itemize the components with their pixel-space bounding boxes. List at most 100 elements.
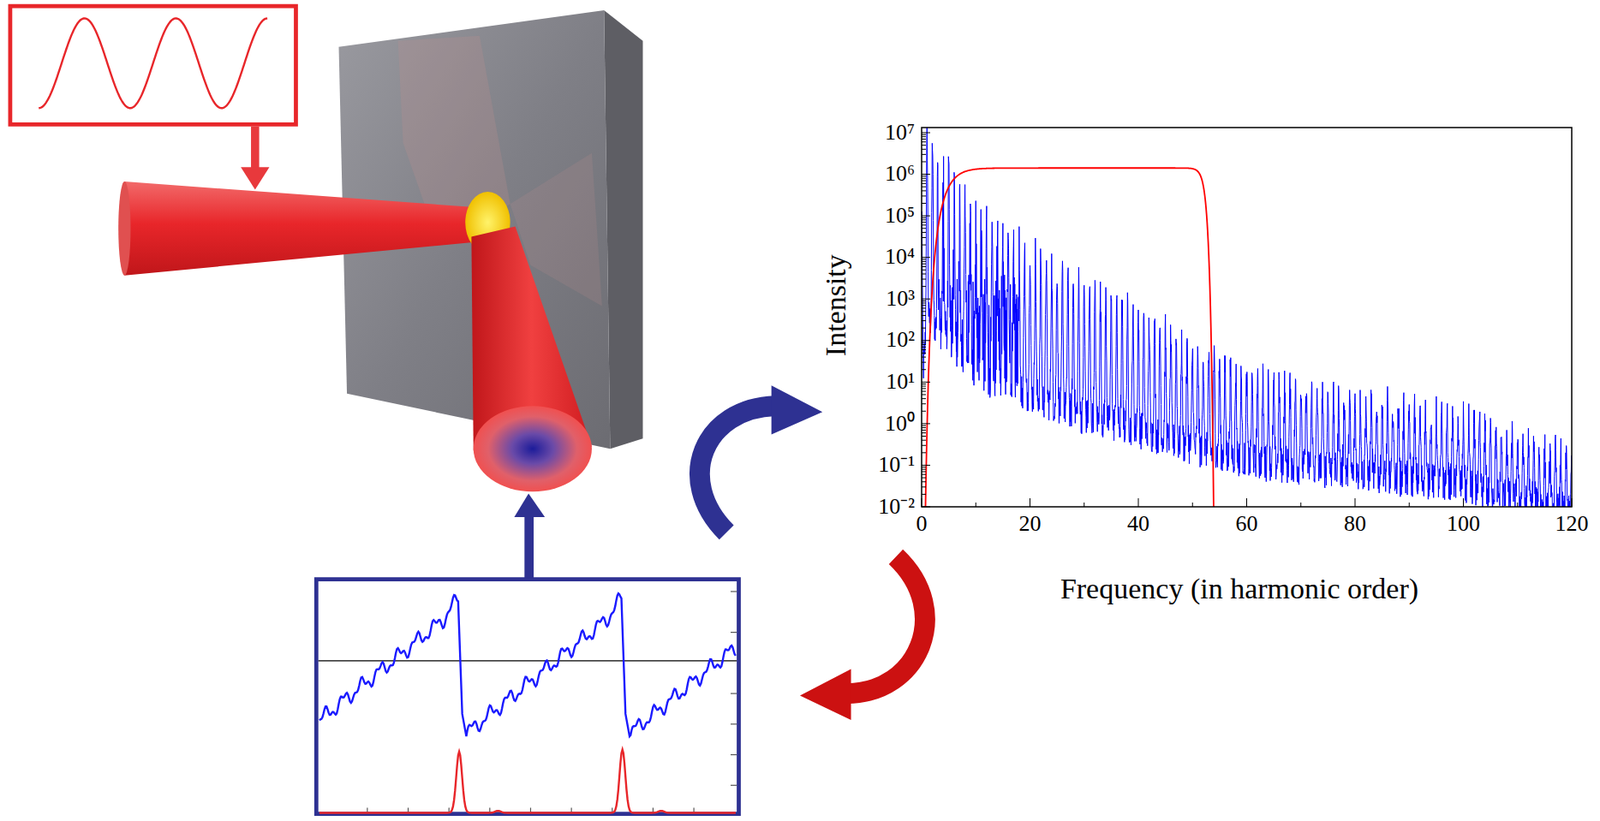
y-tick-label: 10⁶: [884, 161, 915, 187]
curved-arrow-head: [771, 385, 824, 435]
y-minor-tick: [921, 286, 926, 287]
box-tick: [730, 591, 737, 592]
y-axis-title: Intensity: [818, 255, 851, 358]
x-tick: [1029, 498, 1031, 508]
y-minor-tick: [921, 352, 926, 354]
incoming-beam: [124, 181, 480, 276]
y-minor-tick: [921, 190, 926, 192]
y-minor-tick: [921, 398, 926, 400]
y-tick: [921, 382, 931, 383]
input-arrow: [250, 126, 260, 170]
y-minor-tick: [921, 266, 926, 268]
y-minor-tick: [921, 269, 926, 271]
y-minor-tick: [921, 138, 926, 140]
x-tick: [1571, 498, 1573, 508]
x-tick: [1462, 498, 1464, 508]
y-minor-tick: [921, 452, 926, 454]
y-minor-tick: [921, 217, 926, 219]
y-minor-tick: [921, 320, 926, 322]
box-tick: [730, 754, 737, 756]
y-tick-label: 10¹: [885, 370, 915, 395]
box-tick: [730, 723, 737, 725]
x-tick: [1516, 502, 1518, 508]
y-minor-tick: [921, 427, 926, 429]
y-tick-label: 10⁵: [884, 203, 915, 229]
y-minor-tick: [921, 386, 926, 388]
y-minor-tick: [921, 315, 926, 317]
y-minor-tick: [921, 219, 926, 221]
input-pulse-box: [10, 5, 297, 125]
harmonic-spectrum: [921, 127, 1572, 508]
box-tick: [730, 785, 737, 787]
y-minor-tick: [921, 440, 926, 442]
y-tick-label: 10³: [885, 286, 915, 312]
x-tick: [975, 502, 977, 508]
y-minor-tick: [921, 195, 926, 197]
y-tick: [921, 507, 931, 508]
x-tick: [1083, 502, 1085, 508]
field-waveform: [319, 593, 736, 737]
box-tick: [730, 692, 737, 694]
y-minor-tick: [921, 175, 926, 177]
y-tick-label: 10⁷: [884, 120, 915, 146]
y-minor-tick: [921, 403, 926, 405]
y-tick: [921, 256, 931, 258]
y-minor-tick: [921, 432, 926, 434]
y-minor-tick: [921, 349, 926, 351]
beam-cross-section: [473, 405, 592, 492]
x-tick: [1192, 502, 1194, 508]
filter-curve: [921, 167, 1225, 508]
y-minor-tick: [921, 154, 926, 156]
y-minor-tick: [921, 134, 926, 136]
x-tick: [921, 498, 923, 508]
y-minor-tick: [921, 302, 926, 304]
y-minor-tick: [921, 425, 926, 427]
y-minor-tick: [921, 244, 926, 246]
y-minor-tick: [921, 273, 926, 275]
y-minor-tick: [921, 328, 926, 329]
y-minor-tick: [921, 394, 926, 395]
y-minor-tick: [921, 445, 926, 447]
y-tick: [921, 173, 931, 175]
zero-line: [318, 660, 737, 662]
y-minor-tick: [921, 466, 926, 468]
curved-arrow-head: [800, 668, 852, 721]
y-minor-tick: [921, 474, 926, 476]
y-minor-tick: [921, 227, 926, 229]
y-minor-tick: [921, 481, 926, 483]
y-tick: [921, 298, 931, 300]
x-tick-label: 40: [1127, 512, 1150, 538]
plot-frame: [921, 127, 1572, 508]
output-arrow: [524, 515, 534, 580]
y-tick-label: 10²: [885, 328, 915, 353]
output-arrow-head: [513, 494, 545, 518]
y-tick-label: 10⁻²: [877, 495, 915, 520]
y-minor-tick: [921, 161, 926, 162]
y-minor-tick: [921, 494, 926, 496]
y-tick-label: 10⁻¹: [877, 453, 915, 478]
y-tick: [921, 465, 931, 466]
y-minor-tick: [921, 144, 926, 146]
y-minor-tick: [921, 486, 926, 488]
x-tick: [1408, 502, 1410, 508]
y-minor-tick: [921, 344, 926, 346]
y-minor-tick: [921, 232, 926, 233]
y-tick: [921, 423, 931, 424]
y-minor-tick: [921, 178, 926, 180]
y-minor-tick: [921, 411, 926, 412]
y-minor-tick: [921, 477, 926, 479]
y-minor-tick: [921, 221, 926, 223]
curved-arrow: [699, 405, 776, 533]
y-tick: [921, 340, 931, 341]
y-tick-label: 10⁴: [884, 244, 915, 270]
y-minor-tick: [921, 263, 926, 265]
y-minor-tick: [921, 202, 926, 204]
x-tick-label: 60: [1235, 512, 1259, 538]
x-tick-label: 100: [1446, 512, 1481, 538]
curved-arrow: [847, 556, 926, 694]
input-arrow-head: [240, 167, 269, 190]
y-minor-tick: [921, 362, 926, 364]
y-tick: [921, 215, 931, 217]
y-minor-tick: [921, 224, 926, 226]
y-minor-tick: [921, 136, 926, 138]
